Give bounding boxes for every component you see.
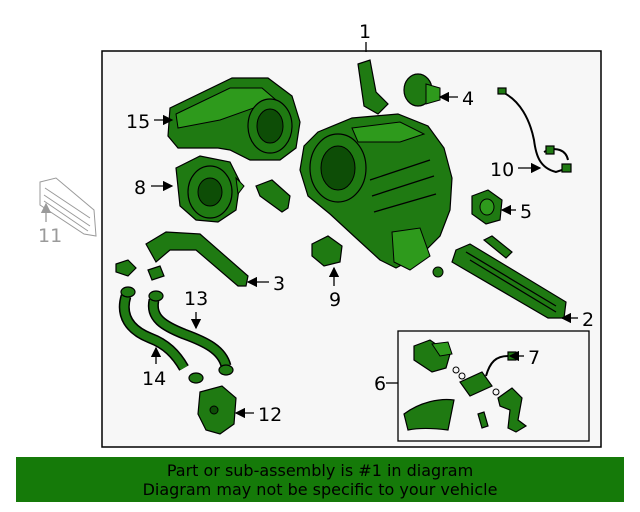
part-12-valve[interactable] bbox=[188, 364, 237, 435]
part-3-duct[interactable] bbox=[145, 231, 249, 287]
leader-lines bbox=[40, 42, 578, 419]
callout-12: 12 bbox=[258, 404, 282, 426]
callout-6: 6 bbox=[374, 373, 386, 395]
part-13-hose[interactable] bbox=[147, 290, 232, 368]
fasteners bbox=[432, 235, 513, 278]
clip-parts bbox=[115, 259, 165, 281]
callout-7: 7 bbox=[528, 347, 540, 369]
callout-15: 15 bbox=[126, 111, 150, 133]
callout-2: 2 bbox=[582, 309, 594, 331]
banner-line-2: Diagram may not be specific to your vehi… bbox=[142, 480, 498, 499]
part-9-resistor[interactable] bbox=[311, 235, 343, 267]
part-8-blower-motor[interactable] bbox=[175, 155, 245, 223]
info-banner: Part or sub-assembly is #1 in diagram Di… bbox=[16, 457, 624, 502]
callout-8: 8 bbox=[134, 177, 146, 199]
part-14-hose[interactable] bbox=[118, 286, 189, 371]
callout-14: 14 bbox=[142, 368, 166, 390]
part-5-servo[interactable] bbox=[471, 189, 503, 225]
callout-4: 4 bbox=[462, 88, 474, 110]
callout-9: 9 bbox=[329, 289, 341, 311]
part-6-subassembly[interactable] bbox=[403, 339, 528, 433]
callout-13: 13 bbox=[184, 288, 208, 310]
callout-1: 1 bbox=[359, 21, 371, 43]
part-4-actuator[interactable] bbox=[403, 73, 441, 107]
part-11-duct[interactable] bbox=[39, 177, 97, 237]
callout-5: 5 bbox=[520, 201, 532, 223]
callout-3: 3 bbox=[273, 273, 285, 295]
banner-line-1: Part or sub-assembly is #1 in diagram bbox=[166, 461, 474, 480]
part-10-wire-harness[interactable] bbox=[497, 87, 572, 174]
callout-10: 10 bbox=[490, 159, 514, 181]
part-15-blower-housing[interactable] bbox=[167, 77, 301, 161]
part-1-hvac-unit[interactable] bbox=[299, 59, 453, 271]
bracket-part[interactable] bbox=[255, 179, 291, 213]
callout-11: 11 bbox=[38, 225, 62, 247]
